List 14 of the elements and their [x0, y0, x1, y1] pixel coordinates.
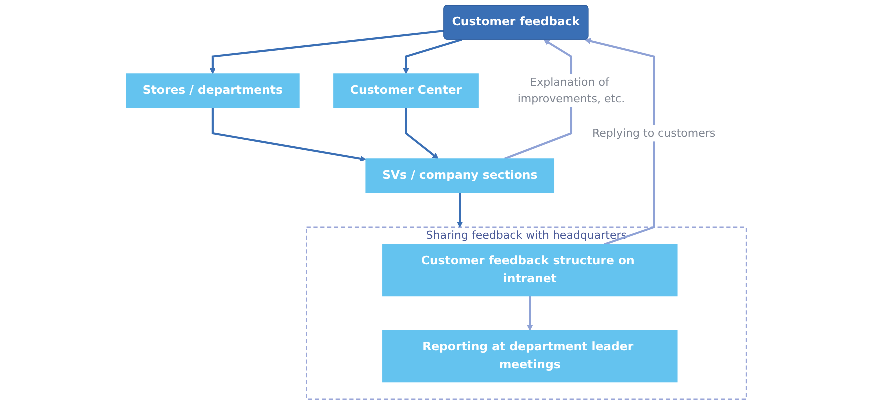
arrow [210, 30, 444, 74]
arrow [212, 108, 366, 162]
node-box: Customer feedback structure on intranet [382, 244, 678, 297]
arrow [527, 296, 534, 331]
node-box: Reporting at department leader meetings [382, 330, 678, 383]
arrow [405, 108, 439, 160]
node-box: SVs / company sections [366, 158, 555, 194]
node-box: Stores / departments [126, 74, 300, 108]
arrow [457, 193, 464, 228]
arrow [403, 38, 462, 74]
node-box: Customer Center [334, 74, 479, 108]
arrow [584, 38, 656, 246]
edge-label: Explanation of improvements, etc. [518, 76, 626, 106]
edge-label: Replying to customers [592, 126, 716, 140]
